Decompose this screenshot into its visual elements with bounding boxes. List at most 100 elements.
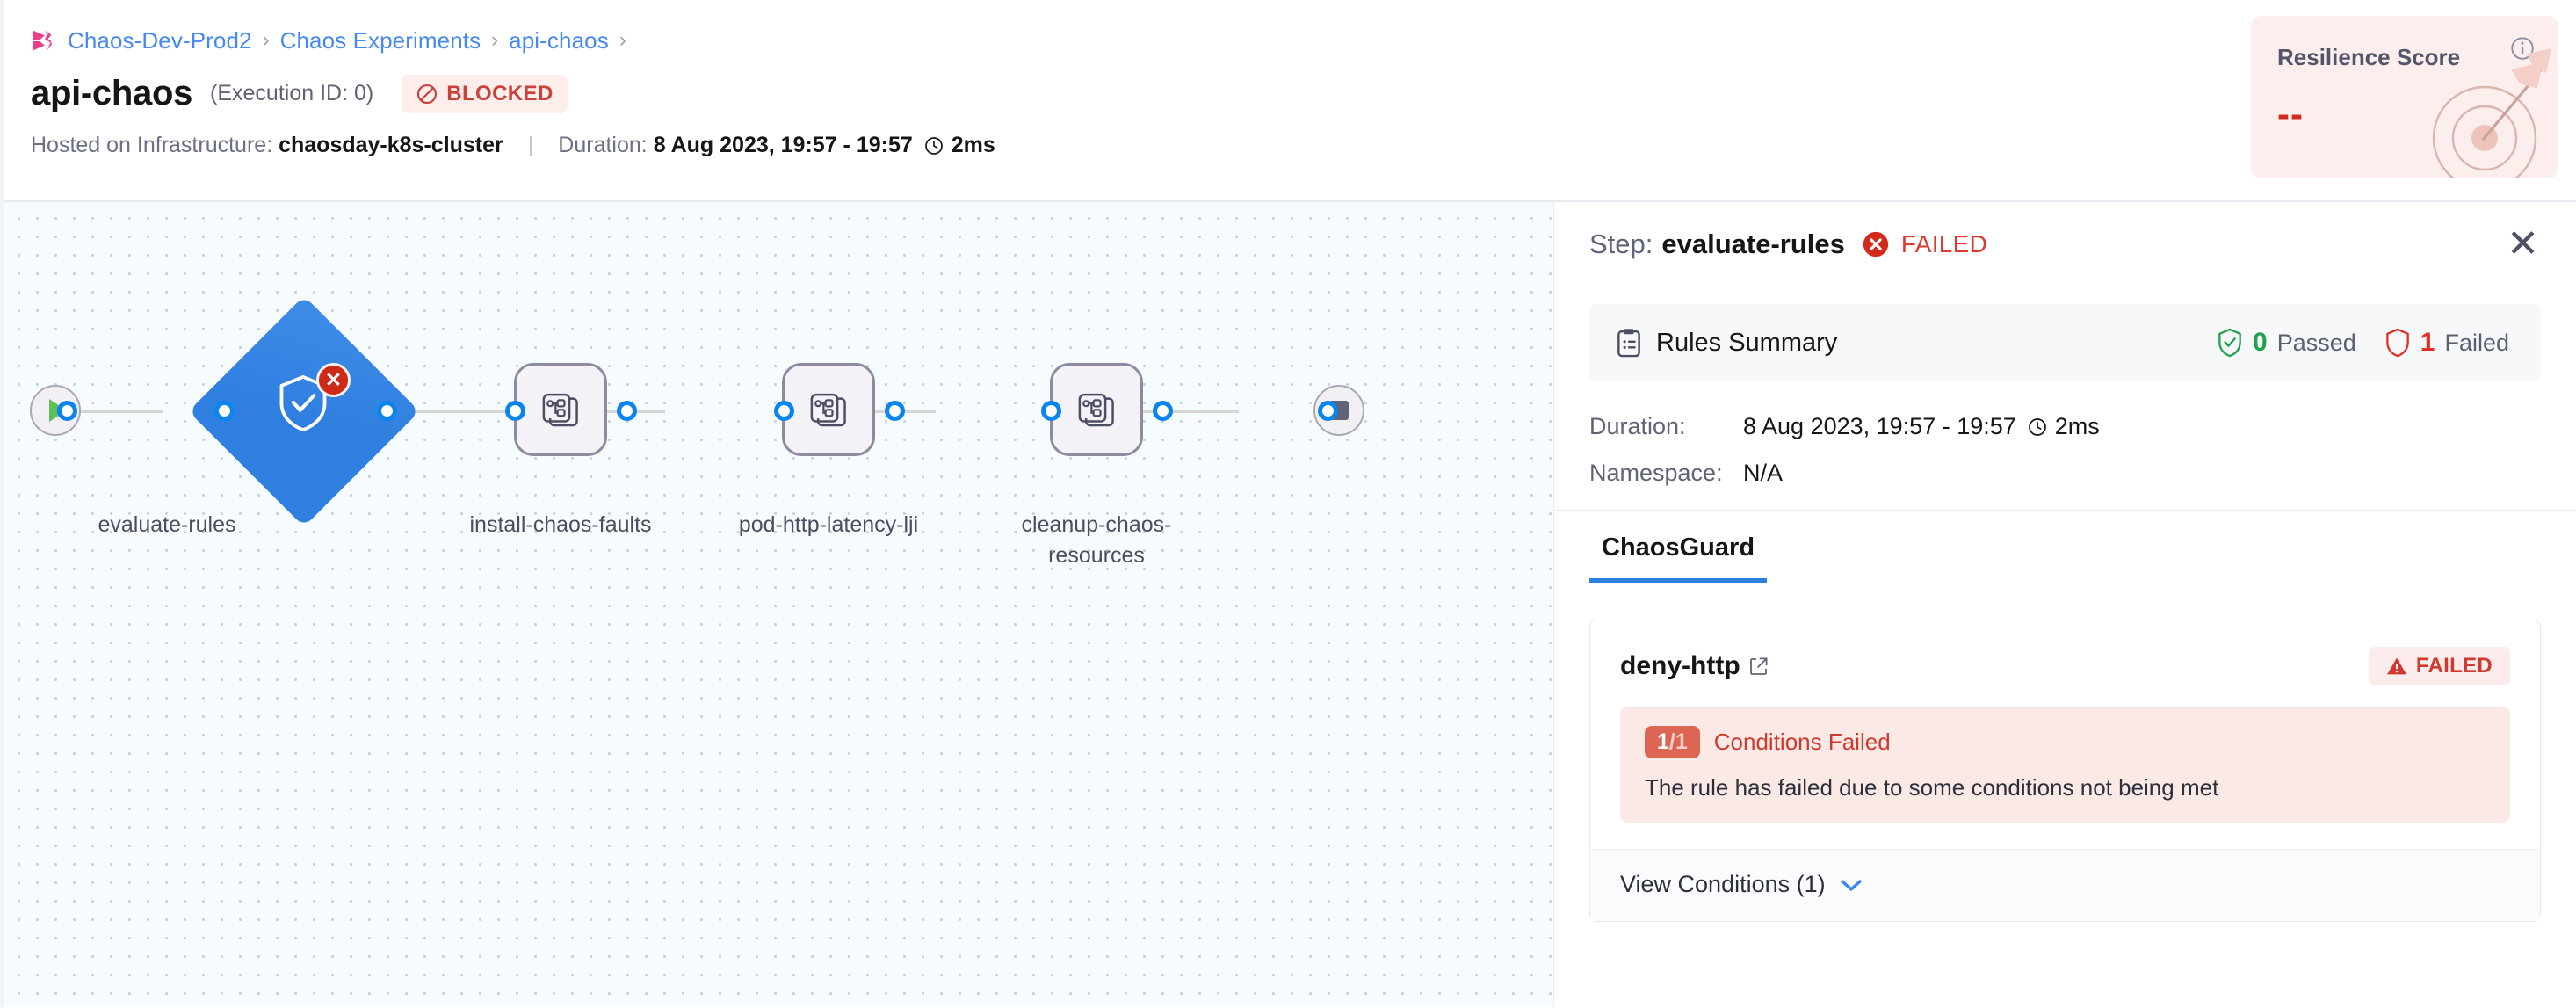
- detail-row-duration: Duration: 8 Aug 2023, 19:57 - 19:57 2ms: [1589, 413, 2541, 440]
- rules-passed-stat: 0 Passed: [2217, 328, 2356, 358]
- resilience-score-value: --: [2277, 93, 2304, 134]
- pipeline-edge: [68, 410, 163, 413]
- detail-label: Namespace:: [1589, 460, 1723, 486]
- node-port[interactable]: [885, 401, 905, 421]
- node-port[interactable]: [57, 401, 77, 421]
- target-arrow-icon: [2432, 48, 2551, 178]
- rule-header: deny-http FAILED: [1590, 620, 2540, 685]
- step-detail-panel: Step: evaluate-rules FAILED ✕: [1553, 202, 2576, 1006]
- view-conditions-toggle[interactable]: View Conditions (1): [1590, 849, 2540, 921]
- ban-icon: [417, 83, 438, 104]
- conditions-failed-description: The rule has failed due to some conditio…: [1645, 774, 2219, 801]
- node-label-pod-http-latency: pod-http-latency-lji: [738, 512, 919, 537]
- node-port[interactable]: [505, 401, 525, 421]
- breadcrumb-item-2[interactable]: api-chaos: [509, 26, 609, 54]
- tab-chaosguard[interactable]: ChaosGuard: [1589, 511, 1768, 583]
- clock-icon: [924, 136, 943, 155]
- x-circle-icon: [1863, 231, 1889, 257]
- conditions-failed-box: 1/1 Conditions Failed The rule has faile…: [1620, 707, 2510, 823]
- rules-passed-count: 0: [2253, 328, 2268, 357]
- detail-label: Duration:: [1589, 413, 1686, 439]
- rule-name: deny-http: [1620, 651, 1740, 680]
- meta-divider: |: [527, 133, 534, 157]
- execution-id: (Execution ID: 0): [210, 81, 374, 105]
- duration-label: Duration:: [558, 133, 648, 157]
- close-icon[interactable]: ✕: [2507, 222, 2539, 265]
- duration-value: 8 Aug 2023, 19:57 - 19:57: [653, 133, 913, 157]
- rules-failed-count: 1: [2420, 328, 2435, 357]
- resilience-score-title: Resilience Score: [2277, 44, 2461, 70]
- breadcrumb-separator: ›: [491, 28, 499, 52]
- pipeline-edge: [382, 410, 519, 413]
- detail-row-namespace: Namespace: N/A: [1589, 460, 2541, 487]
- conditions-failed-count: 1: [1657, 729, 1669, 754]
- panel-step-prefix: Step:: [1589, 228, 1653, 259]
- title-row: api-chaos (Execution ID: 0) BLOCKED: [31, 74, 2576, 113]
- harness-logo-icon: [33, 29, 53, 52]
- rules-failed-stat: 1 Failed: [2384, 328, 2509, 358]
- page-body: ✕ evaluate-rules install-chaos-faults: [4, 202, 2576, 1006]
- chaos-step-icon: [810, 393, 846, 427]
- rules-summary-title: Rules Summary: [1656, 328, 1838, 357]
- rule-status-badge: FAILED: [2368, 647, 2510, 685]
- page-title: api-chaos: [31, 74, 193, 112]
- chevron-down-icon: [1840, 879, 1862, 891]
- node-port[interactable]: [214, 401, 235, 421]
- breadcrumb: Chaos-Dev-Prod2 › Chaos Experiments › ap…: [31, 23, 2576, 58]
- node-port[interactable]: [1318, 401, 1338, 421]
- breadcrumb-item-0[interactable]: Chaos-Dev-Prod2: [68, 26, 252, 54]
- conditions-failed-line: 1/1 Conditions Failed: [1645, 726, 2486, 758]
- node-port[interactable]: [1153, 401, 1173, 421]
- node-port[interactable]: [774, 401, 794, 421]
- rules-passed-label: Passed: [2276, 329, 2356, 356]
- rules-summary: Rules Summary 0 Passed 1: [1589, 304, 2541, 381]
- detail-duration-time: 2ms: [2054, 413, 2100, 439]
- pipeline-canvas[interactable]: ✕ evaluate-rules install-chaos-faults: [4, 202, 1553, 1006]
- rule-card-deny-http: deny-http FAILED: [1589, 620, 2541, 922]
- breadcrumb-item-1[interactable]: Chaos Experiments: [279, 26, 481, 54]
- rules-summary-stats: 0 Passed 1 Failed: [2217, 328, 2509, 358]
- warning-triangle-icon: [2386, 657, 2406, 675]
- infra-value: chaosday-k8s-cluster: [279, 133, 503, 157]
- view-conditions-label: View Conditions (1): [1620, 871, 1826, 897]
- node-label-evaluate-rules: evaluate-rules: [98, 512, 236, 537]
- panel-header: Step: evaluate-rules FAILED ✕: [1554, 202, 2576, 286]
- node-status-badge-failed: ✕: [316, 363, 351, 397]
- infra-label: Hosted on Infrastructure:: [31, 133, 273, 157]
- step-detail-rows: Duration: 8 Aug 2023, 19:57 - 19:57 2ms …: [1589, 413, 2541, 487]
- shield-check-icon: [279, 374, 327, 432]
- conditions-total-count: 1: [1675, 729, 1688, 754]
- resilience-score-card: Resilience Score --: [2251, 16, 2558, 178]
- panel-step-status: FAILED: [1900, 230, 1988, 257]
- detail-value: 8 Aug 2023, 19:57 - 19:57: [1743, 413, 2016, 439]
- conditions-separator: /: [1668, 729, 1675, 754]
- conditions-failed-label: Conditions Failed: [1713, 729, 1891, 755]
- status-badge-label: BLOCKED: [446, 81, 554, 105]
- node-port[interactable]: [377, 401, 397, 421]
- node-cleanup-chaos-resources[interactable]: [1050, 363, 1143, 456]
- info-icon[interactable]: [2509, 35, 2536, 62]
- rules-failed-label: Failed: [2444, 329, 2509, 356]
- shield-icon: [2385, 328, 2409, 358]
- node-label-cleanup-chaos-resources: cleanup-chaos-resources: [1021, 512, 1172, 568]
- node-pod-http-latency[interactable]: [782, 363, 875, 456]
- node-port[interactable]: [617, 401, 637, 421]
- page-header: Chaos-Dev-Prod2 › Chaos Experiments › ap…: [4, 0, 2576, 202]
- node-install-chaos-faults[interactable]: [514, 363, 607, 456]
- node-label-install-chaos-faults: install-chaos-faults: [469, 512, 652, 537]
- meta-row: Hosted on Infrastructure: chaosday-k8s-c…: [31, 133, 2576, 158]
- panel-tabs: ChaosGuard: [1554, 510, 2576, 583]
- shield-check-icon: [2218, 328, 2241, 358]
- node-port[interactable]: [1041, 401, 1061, 421]
- panel-step-name: evaluate-rules: [1661, 228, 1845, 259]
- external-link-icon[interactable]: [1749, 656, 1769, 676]
- breadcrumb-separator: ›: [262, 28, 270, 52]
- clipboard-icon: [1617, 329, 1640, 358]
- rule-status-label: FAILED: [2415, 654, 2493, 678]
- detail-value: N/A: [1743, 460, 1784, 486]
- chaos-step-icon: [542, 393, 578, 427]
- conditions-count-badge: 1/1: [1645, 726, 1700, 758]
- duration-time: 2ms: [951, 133, 995, 157]
- chaos-step-icon: [1078, 393, 1114, 427]
